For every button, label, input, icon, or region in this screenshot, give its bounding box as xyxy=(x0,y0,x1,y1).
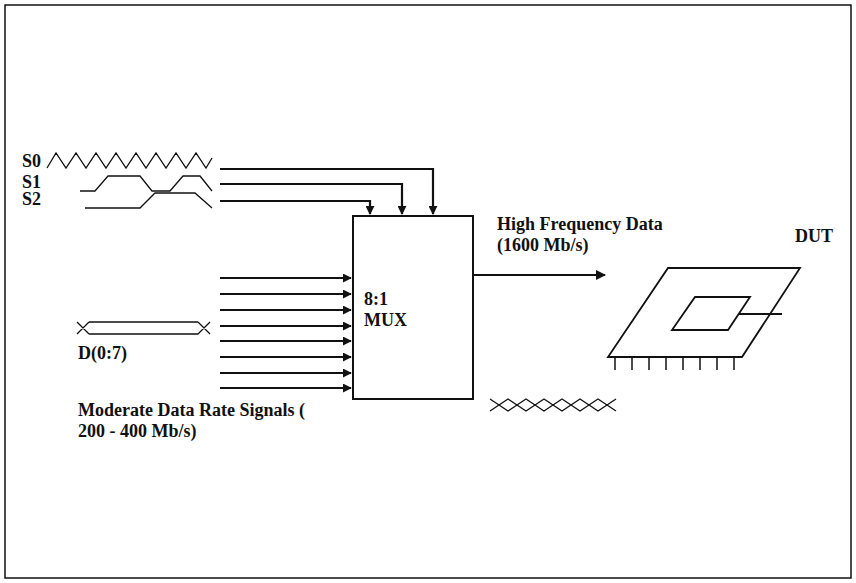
pin xyxy=(648,357,650,370)
die-outline xyxy=(672,297,750,330)
pin xyxy=(665,357,667,370)
mux-label: 8:1 MUX xyxy=(364,289,407,331)
edge-label: High Frequency Data (1600 Mb/s) xyxy=(497,214,672,256)
mux-box: 8:1 MUX xyxy=(352,215,474,400)
bus-symbol xyxy=(77,322,210,334)
signal-name: S2 xyxy=(22,189,41,210)
s1-wire xyxy=(220,184,402,214)
dut-label: DUT xyxy=(795,226,833,247)
s0-wire xyxy=(220,169,433,214)
pin xyxy=(699,357,701,370)
signal-name: S0 xyxy=(22,151,41,172)
pin xyxy=(682,357,684,370)
s2-waveform xyxy=(85,193,212,208)
s1-waveform xyxy=(80,176,212,191)
pin xyxy=(614,357,616,370)
bond-line xyxy=(739,313,782,315)
outer-frame xyxy=(5,5,851,578)
signal-arrow xyxy=(474,274,605,276)
pin xyxy=(631,357,633,370)
bus-name: D(0:7) xyxy=(78,343,127,364)
pin xyxy=(733,357,735,370)
dut-chip: DUT xyxy=(605,262,805,374)
package-outline xyxy=(608,268,800,357)
note: Moderate Data Rate Signals ( 200 - 400 M… xyxy=(78,400,308,442)
output-data-pattern xyxy=(490,399,616,411)
pin xyxy=(716,357,718,370)
s2-wire xyxy=(220,201,370,214)
pins xyxy=(615,357,734,370)
chip-drawing xyxy=(608,268,800,370)
chip-outline xyxy=(605,262,805,374)
data-inputs xyxy=(220,278,351,388)
s0-waveform xyxy=(47,153,212,168)
